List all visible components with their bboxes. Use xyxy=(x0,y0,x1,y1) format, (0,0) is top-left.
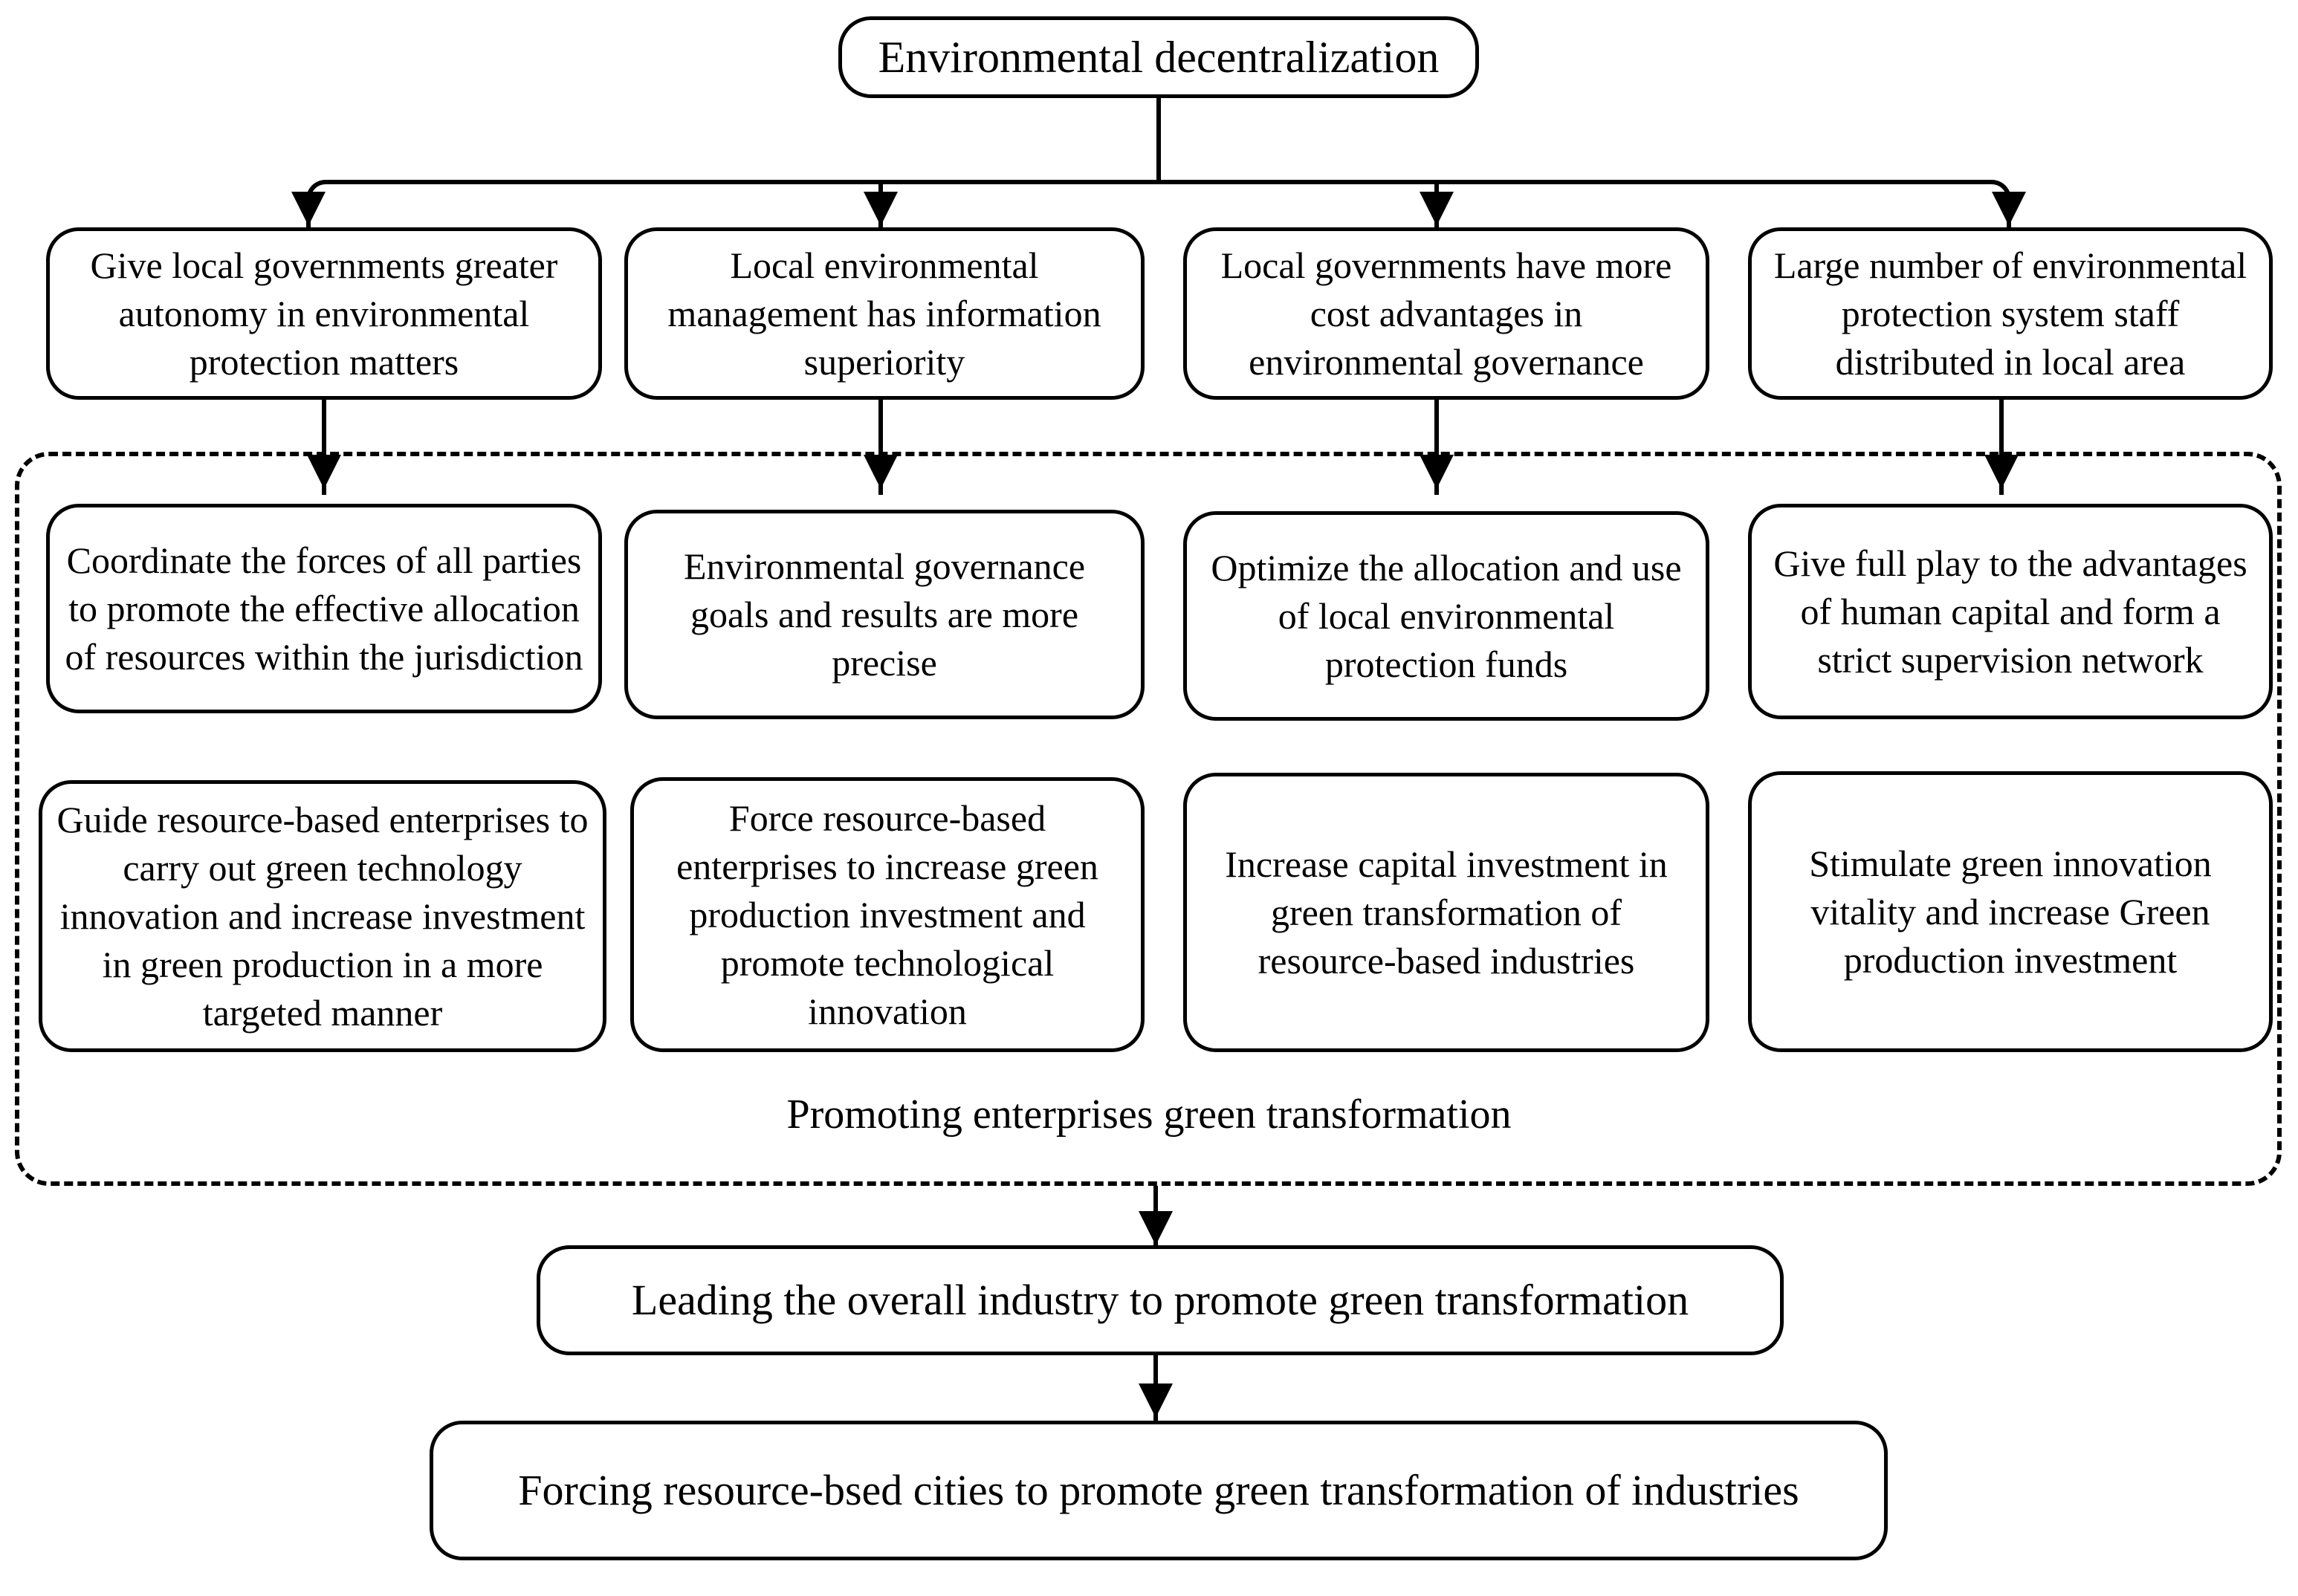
connector-l1-l2-4 xyxy=(1999,400,2004,495)
group-promoting-green-transformation xyxy=(15,452,2282,1186)
arrowhead-l1-to-l2-2 xyxy=(864,455,898,489)
arrowhead-bus-to-level1-3 xyxy=(1420,192,1454,226)
node-level1-1-label: Local environmental management has infor… xyxy=(667,244,1101,383)
node-root-label: Environmental decentralization xyxy=(878,33,1440,82)
node-level3-2-label: Increase capital investment in green tra… xyxy=(1225,843,1668,982)
connector-l1-l2-1 xyxy=(322,400,326,495)
arrowhead-bus-to-level1-2 xyxy=(864,192,898,226)
arrowhead-outcome1-to-outcome2 xyxy=(1139,1383,1173,1418)
node-outcome-leading-overall-industry: Leading the overall industry to promote … xyxy=(537,1245,1784,1355)
node-level3-1: Force resource-based enterprises to incr… xyxy=(630,777,1145,1052)
node-level2-0-label: Coordinate the forces of all parties to … xyxy=(65,539,583,678)
node-level1-2: Local governments have more cost advanta… xyxy=(1183,227,1709,400)
node-level2-3: Give full play to the advantages of huma… xyxy=(1748,504,2273,719)
connector-root-stem xyxy=(1156,98,1161,180)
node-level2-1: Environmental governance goals and resul… xyxy=(624,510,1145,719)
node-level2-1-label: Environmental governance goals and resul… xyxy=(683,545,1086,684)
node-level3-3-label: Stimulate green innovation vitality and … xyxy=(1809,842,2212,981)
arrowhead-group-to-outcome1 xyxy=(1139,1211,1173,1245)
group-label-text: Promoting enterprises green transformati… xyxy=(786,1091,1512,1138)
node-level3-2: Increase capital investment in green tra… xyxy=(1183,773,1709,1052)
connector-level1-bus xyxy=(326,180,1992,184)
node-level3-1-label: Force resource-based enterprises to incr… xyxy=(676,797,1098,1032)
node-level1-2-label: Local governments have more cost advanta… xyxy=(1220,244,1672,383)
node-level3-0: Guide resource-based enterprises to carr… xyxy=(39,780,606,1052)
node-level3-0-label: Guide resource-based enterprises to carr… xyxy=(56,798,589,1034)
node-level2-3-label: Give full play to the advantages of huma… xyxy=(1773,542,2247,681)
node-level3-3: Stimulate green innovation vitality and … xyxy=(1748,771,2273,1052)
node-level1-1: Local environmental management has infor… xyxy=(624,227,1145,400)
node-level1-3-label: Large number of environmental protection… xyxy=(1773,244,2247,383)
node-level2-0: Coordinate the forces of all parties to … xyxy=(46,504,602,713)
node-root-environmental-decentralization: Environmental decentralization xyxy=(838,16,1479,98)
connector-l1-l2-3 xyxy=(1434,400,1439,495)
node-level2-2-label: Optimize the allocation and use of local… xyxy=(1211,546,1682,685)
node-level1-0: Give local governments greater autonomy … xyxy=(46,227,602,400)
node-level1-3: Large number of environmental protection… xyxy=(1748,227,2273,400)
node-level2-2: Optimize the allocation and use of local… xyxy=(1183,511,1709,721)
group-label-promoting-green-transformation: Promoting enterprises green transformati… xyxy=(0,1091,2298,1138)
arrowhead-bus-to-level1-1 xyxy=(291,192,326,226)
node-outcome2-label: Forcing resource-bsed cities to promote … xyxy=(518,1466,1799,1515)
arrowhead-l1-to-l2-4 xyxy=(1984,455,2019,489)
arrowhead-l1-to-l2-1 xyxy=(307,455,341,489)
arrowhead-bus-to-level1-4 xyxy=(1992,192,2026,226)
node-outcome-forcing-resource-based-cities: Forcing resource-bsed cities to promote … xyxy=(430,1421,1888,1560)
arrowhead-l1-to-l2-3 xyxy=(1420,455,1454,489)
connector-l1-l2-2 xyxy=(878,400,883,495)
node-outcome1-label: Leading the overall industry to promote … xyxy=(631,1276,1689,1325)
node-level1-0-label: Give local governments greater autonomy … xyxy=(90,244,558,383)
